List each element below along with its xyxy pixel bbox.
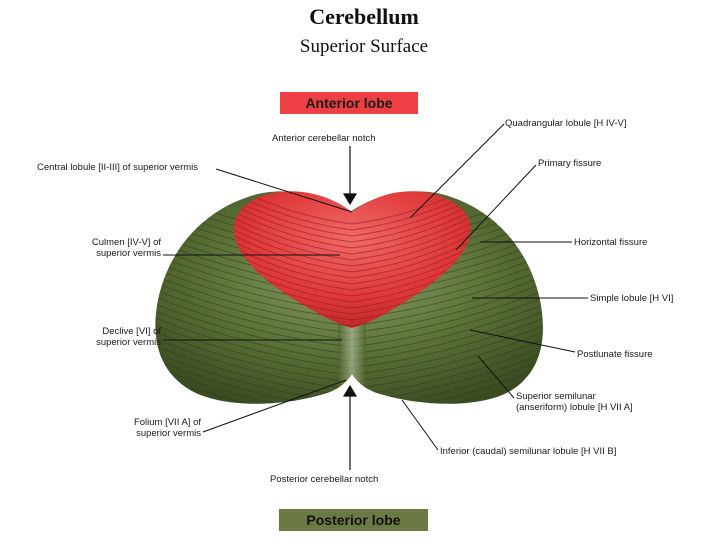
leader-folium [202, 379, 347, 433]
label-inferior-semilunar: Inferior (caudal) semilunar lobule [H VI… [440, 446, 617, 457]
leader-inferior-semilunar [401, 399, 439, 451]
red-folium-line [233, 257, 471, 297]
label-declive-line2: superior vermis [96, 337, 161, 348]
label-superior-semilunar-line2: (anseriform) lobule [H VII A] [516, 402, 633, 413]
leader-superior-semilunar [477, 355, 515, 399]
label-culmen-line2: superior vermis [96, 248, 161, 259]
diagram-subtitle: Superior Surface [299, 36, 429, 57]
label-folium: Folium [VII A] of superior vermis [100, 417, 201, 439]
red-folium-line [233, 191, 471, 231]
anterior-notch-arrowhead [342, 193, 358, 206]
label-postlunate: Postlunate fissure [577, 349, 653, 360]
posterior-notch-arrowhead [342, 384, 358, 397]
label-anterior-notch: Anterior cerebellar notch [272, 133, 376, 144]
label-posterior-notch: Posterior cerebellar notch [270, 474, 379, 485]
posterior-lobe-label: Posterior lobe [279, 509, 428, 531]
label-superior-semilunar-line1: Superior semilunar [516, 391, 596, 402]
red-folium-line [233, 251, 471, 291]
leader-lines [163, 123, 588, 451]
label-quadrangular: Quadrangular lobule [H IV-V] [505, 118, 627, 129]
green-folium-line [155, 357, 543, 404]
red-folium-line [233, 215, 471, 255]
label-folium-line1: Folium [VII A] of [133, 417, 201, 428]
label-declive-line1: Declive [VI] of [102, 326, 161, 337]
anterior-lobe-label: Anterior lobe [280, 92, 418, 114]
label-superior-semilunar: Superior semilunar (anseriform) lobule [… [516, 391, 633, 413]
red-folium-line [233, 227, 471, 267]
green-folium-line [155, 364, 543, 404]
red-folium-line [233, 197, 471, 237]
red-folium-line [233, 245, 471, 285]
leader-postlunate [469, 329, 576, 353]
label-horizontal-fissure: Horizontal fissure [574, 237, 648, 248]
label-culmen-line1: Culmen [IV-V] of [91, 237, 161, 248]
leader-quadrangular [409, 123, 505, 219]
red-folium-line [233, 203, 471, 243]
red-folium-line [233, 233, 471, 273]
red-folium-line [233, 239, 471, 279]
label-primary-fissure: Primary fissure [538, 158, 602, 169]
label-simple-lobule: Simple lobule [H VI] [590, 293, 674, 304]
leader-primary-fissure [455, 164, 537, 251]
label-folium-line2: superior vermis [136, 428, 201, 439]
label-declive: Declive [VI] of superior vermis [60, 326, 161, 348]
label-culmen: Culmen [IV-V] of superior vermis [60, 237, 161, 259]
label-central-lobule: Central lobule [II-III] of superior verm… [37, 162, 199, 173]
diagram-title: Cerebellum [309, 4, 419, 29]
red-folium-line [233, 221, 471, 261]
green-folium-line [155, 371, 543, 404]
leader-central-lobule [215, 168, 353, 213]
red-folium-line [233, 209, 471, 249]
red-folium-line [233, 191, 471, 225]
